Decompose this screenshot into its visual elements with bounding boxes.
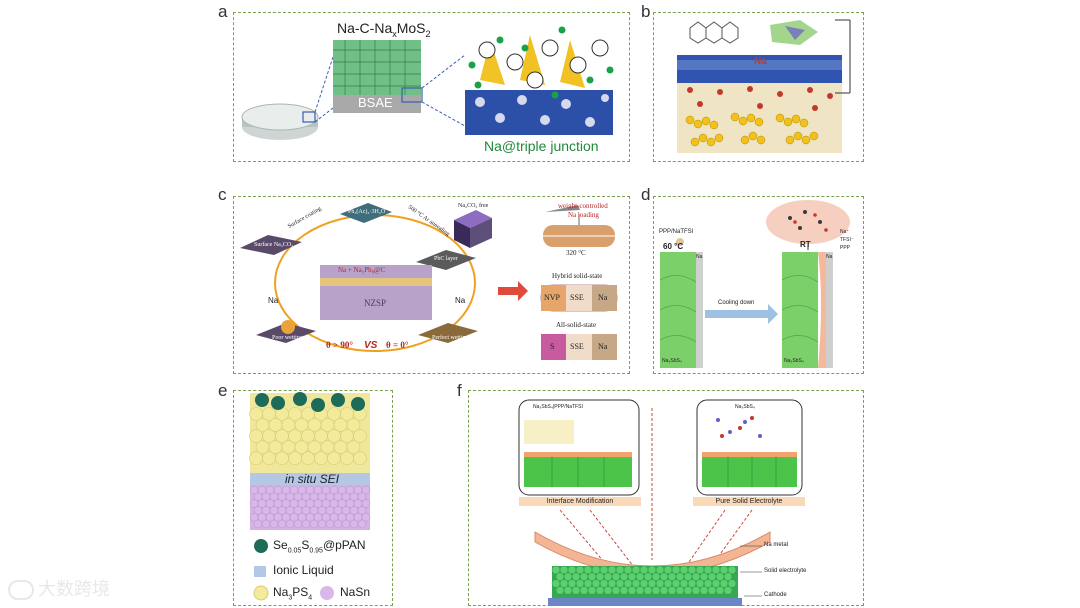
panel-d-cooling: Cooling down xyxy=(718,300,755,306)
panel-d-legend-3: PPP xyxy=(840,245,851,251)
panel-c-angle-right: θ = 0° xyxy=(386,340,409,350)
panel-f-right-inset-title: Na₃SbS₄ xyxy=(735,404,755,410)
panel-f-na-metal: Na metal xyxy=(764,542,789,548)
panel-c-all-cell-2: SSE xyxy=(570,342,584,351)
watermark-logo-icon xyxy=(8,580,34,601)
panel-c-all-title: All-solid-state xyxy=(556,321,597,329)
panel-a xyxy=(233,12,630,162)
panel-letter-b: b xyxy=(641,2,651,21)
panel-c-hybrid-cell-3: Na xyxy=(598,293,608,302)
panel-letter-a: a xyxy=(218,2,228,21)
panel-letter-d: d xyxy=(641,185,651,204)
panel-c-arrow-left: Na xyxy=(268,296,279,305)
panel-c-temp: 320 °C xyxy=(566,249,586,257)
panel-d-na-left: Na xyxy=(696,254,703,260)
panel-f-pure-label: Pure Solid Electrolyte xyxy=(693,497,805,506)
panel-f-cathode: Cathode xyxy=(764,592,787,598)
panel-e-legend-3: Na3PS4 xyxy=(273,585,313,602)
panel-c-all-cell-1: S xyxy=(550,342,555,351)
panel-b-na-label: Na xyxy=(754,56,767,67)
panel-c-angle-left: θ > 90° xyxy=(326,340,353,350)
panel-c-step5: Perfect wetting xyxy=(432,335,469,341)
panel-c-loading-sub: Na loading xyxy=(568,211,599,219)
panel-c-inset-label: Na₂CO₃ free xyxy=(458,203,489,209)
panel-e-legend-1: Se0.05S0.95@pPAN xyxy=(273,538,366,555)
panel-c-hybrid-cell-1: NVP xyxy=(544,293,561,302)
panel-d-top-label: PPP/NaTFSI xyxy=(659,229,694,235)
panel-c xyxy=(233,196,630,374)
panel-c-loading-title: weight-controlled xyxy=(558,202,608,210)
panel-d-na-right: Na xyxy=(826,254,833,260)
panel-d-rt: RT xyxy=(800,240,811,249)
panel-f-left-inset-title: Na₃SbS₄|PPP/NaTFSI xyxy=(533,404,583,410)
panel-e-legend-4: NaSn xyxy=(340,585,371,599)
watermark: 大数跨境 xyxy=(8,575,110,601)
panel-d-temp: 60 °C xyxy=(663,242,684,251)
panel-c-center-label: NZSP xyxy=(364,298,387,308)
panel-c-all-cell-3: Na xyxy=(598,342,608,351)
panel-a-bsae-label: BSAE xyxy=(358,95,393,110)
panel-letter-f: f xyxy=(457,381,462,400)
panel-b xyxy=(653,12,864,162)
panel-f-interface-label: Interface Modification xyxy=(519,497,641,506)
panel-e xyxy=(233,390,393,606)
panel-a-material-title: Na-C-NaxMoS2 xyxy=(337,20,431,39)
panel-d-left-bottom: Na₃SbS₄ xyxy=(662,358,682,364)
panel-d xyxy=(653,196,864,374)
panel-letter-c: c xyxy=(218,185,227,204)
panel-c-step3: PbC layer xyxy=(434,256,458,262)
panel-d-legend-2: TFSI⁻ xyxy=(840,237,854,243)
panel-c-step1: Surface Na₂CO₃ xyxy=(254,242,294,248)
panel-letter-e: e xyxy=(218,381,228,400)
panel-a-junction-label: Na@triple junction xyxy=(484,138,599,154)
panel-d-right-bottom: Na₃SbS₄ xyxy=(784,358,804,364)
panel-c-vs: VS xyxy=(364,340,378,351)
panel-f-solid-electrolyte: Solid electrolyte xyxy=(764,568,807,574)
panel-c-arrow-right: Na xyxy=(455,296,466,305)
panel-c-hybrid-title: Hybrid solid-state xyxy=(552,272,603,280)
panel-c-step2: Ph₃(Ac)₂·3H₂O xyxy=(348,209,386,215)
panel-e-legend-2: Ionic Liquid xyxy=(273,563,334,577)
panel-c-step4: Poor wetting xyxy=(272,335,303,341)
panel-d-legend-1: Na⁺ xyxy=(840,229,850,235)
panel-c-center-top: Na + Na₃Pb₈@C xyxy=(338,266,386,274)
panel-e-sei-label: in situ SEI xyxy=(285,472,340,486)
panel-c-hybrid-cell-2: SSE xyxy=(570,293,584,302)
